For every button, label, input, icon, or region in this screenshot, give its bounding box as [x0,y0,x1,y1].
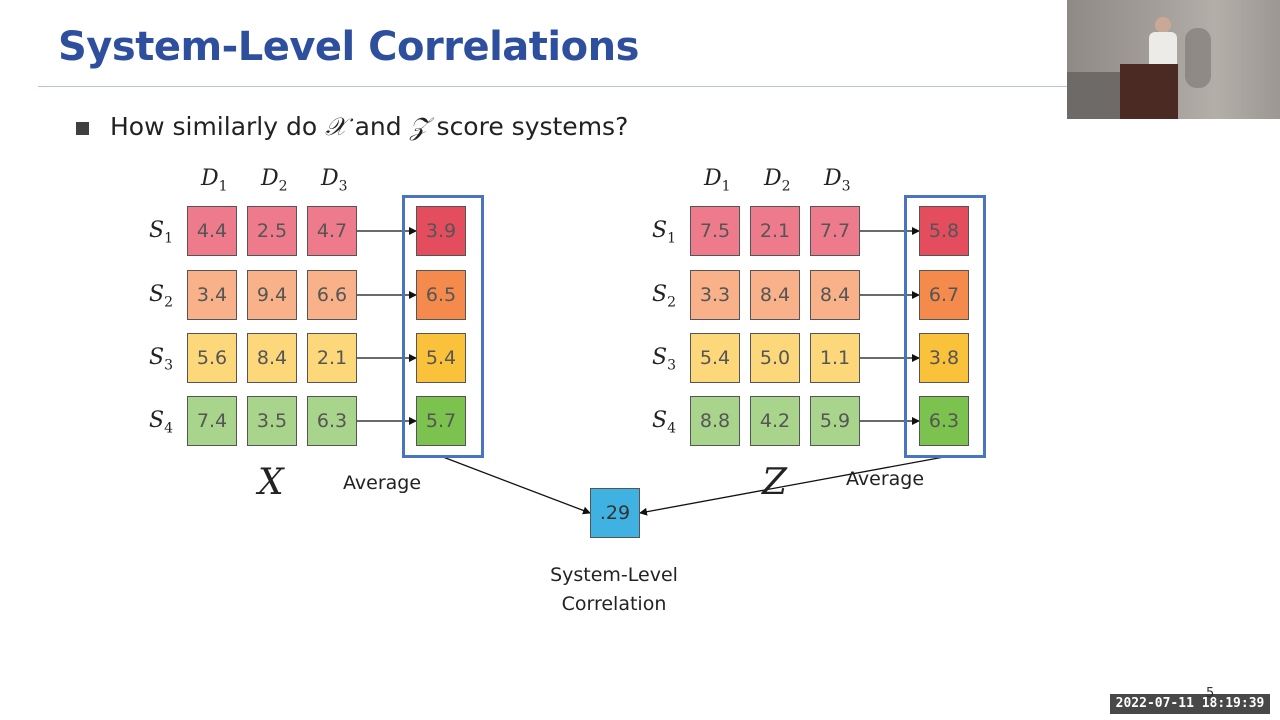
x-score-cell: 4.7 [307,206,357,256]
z-score-cell: 2.1 [750,206,800,256]
x-average-cell: 3.9 [416,206,466,256]
x-average-cell: 5.7 [416,396,466,446]
x-system-label-2: S2 [149,282,173,311]
recording-timestamp: 2022-07-11 18:19:39 [1110,694,1270,714]
z-score-cell: 8.4 [750,270,800,320]
z-system-label-4: S4 [652,408,676,437]
bullet-text-suffix: score systems? [428,112,629,141]
z-average-cell: 3.8 [919,333,969,383]
correlation-value-cell: .29 [590,488,640,538]
x-average-label: Average [343,472,422,494]
page-number: 5 [1206,686,1214,701]
slide-title: System-Level Correlations [58,24,639,70]
z-average-label: Average [846,468,925,490]
x-doc-label-3: D3 [321,166,348,195]
z-system-label-3: S3 [652,345,676,374]
z-system-label-2: S2 [652,282,676,311]
correlation-label-line1: System-Level [550,564,678,586]
z-score-cell: 7.7 [810,206,860,256]
x-score-cell: 6.3 [307,396,357,446]
z-score-cell: 5.4 [690,333,740,383]
x-score-cell: 8.4 [247,333,297,383]
x-score-cell: 5.6 [187,333,237,383]
video-speaker-body [1149,32,1177,66]
x-score-cell: 9.4 [247,270,297,320]
z-doc-label-3: D3 [824,166,851,195]
x-average-cell: 6.5 [416,270,466,320]
video-podium [1120,64,1178,119]
z-score-cell: 3.3 [690,270,740,320]
x-score-cell: 3.5 [247,396,297,446]
x-score-cell: 2.5 [247,206,297,256]
z-doc-label-2: D2 [764,166,791,195]
z-matrix-symbol: Z [762,462,788,503]
metric-x-symbol: 𝒳 [325,112,347,141]
x-average-highlight-box [402,195,484,458]
bullet-marker [76,122,89,135]
z-score-cell: 5.0 [750,333,800,383]
z-score-cell: 8.8 [690,396,740,446]
x-doc-label-1: D1 [201,166,228,195]
z-average-highlight-box [904,195,986,458]
metric-z-symbol: 𝒵 [409,112,429,141]
z-average-cell: 5.8 [919,206,969,256]
bullet-text-and: and [346,112,410,141]
z-average-cell: 6.7 [919,270,969,320]
z-score-cell: 1.1 [810,333,860,383]
video-background-wall [1067,72,1127,119]
x-score-cell: 3.4 [187,270,237,320]
x-system-label-4: S4 [149,408,173,437]
x-score-cell: 6.6 [307,270,357,320]
x-score-cell: 7.4 [187,396,237,446]
x-system-label-3: S3 [149,345,173,374]
z-score-cell: 4.2 [750,396,800,446]
bullet-question: How similarly do 𝒳 and 𝒵 score systems? [110,112,628,142]
z-average-cell: 6.3 [919,396,969,446]
title-divider [38,86,1068,87]
z-doc-label-1: D1 [704,166,731,195]
z-score-cell: 8.4 [810,270,860,320]
z-average-to-correlation-arrow [639,456,945,516]
x-matrix-symbol: X [258,462,284,503]
x-average-to-correlation-arrow [442,456,591,515]
bullet-text-prefix: How similarly do [110,112,326,141]
x-score-cell: 4.4 [187,206,237,256]
video-shadow [1185,28,1211,88]
x-average-cell: 5.4 [416,333,466,383]
x-score-cell: 2.1 [307,333,357,383]
z-system-label-1: S1 [652,218,676,247]
z-score-cell: 7.5 [690,206,740,256]
x-doc-label-2: D2 [261,166,288,195]
z-score-cell: 5.9 [810,396,860,446]
video-speaker-figure [1155,17,1171,33]
speaker-video-thumbnail [1067,0,1280,119]
correlation-label-line2: Correlation [561,593,667,615]
x-system-label-1: S1 [149,218,173,247]
